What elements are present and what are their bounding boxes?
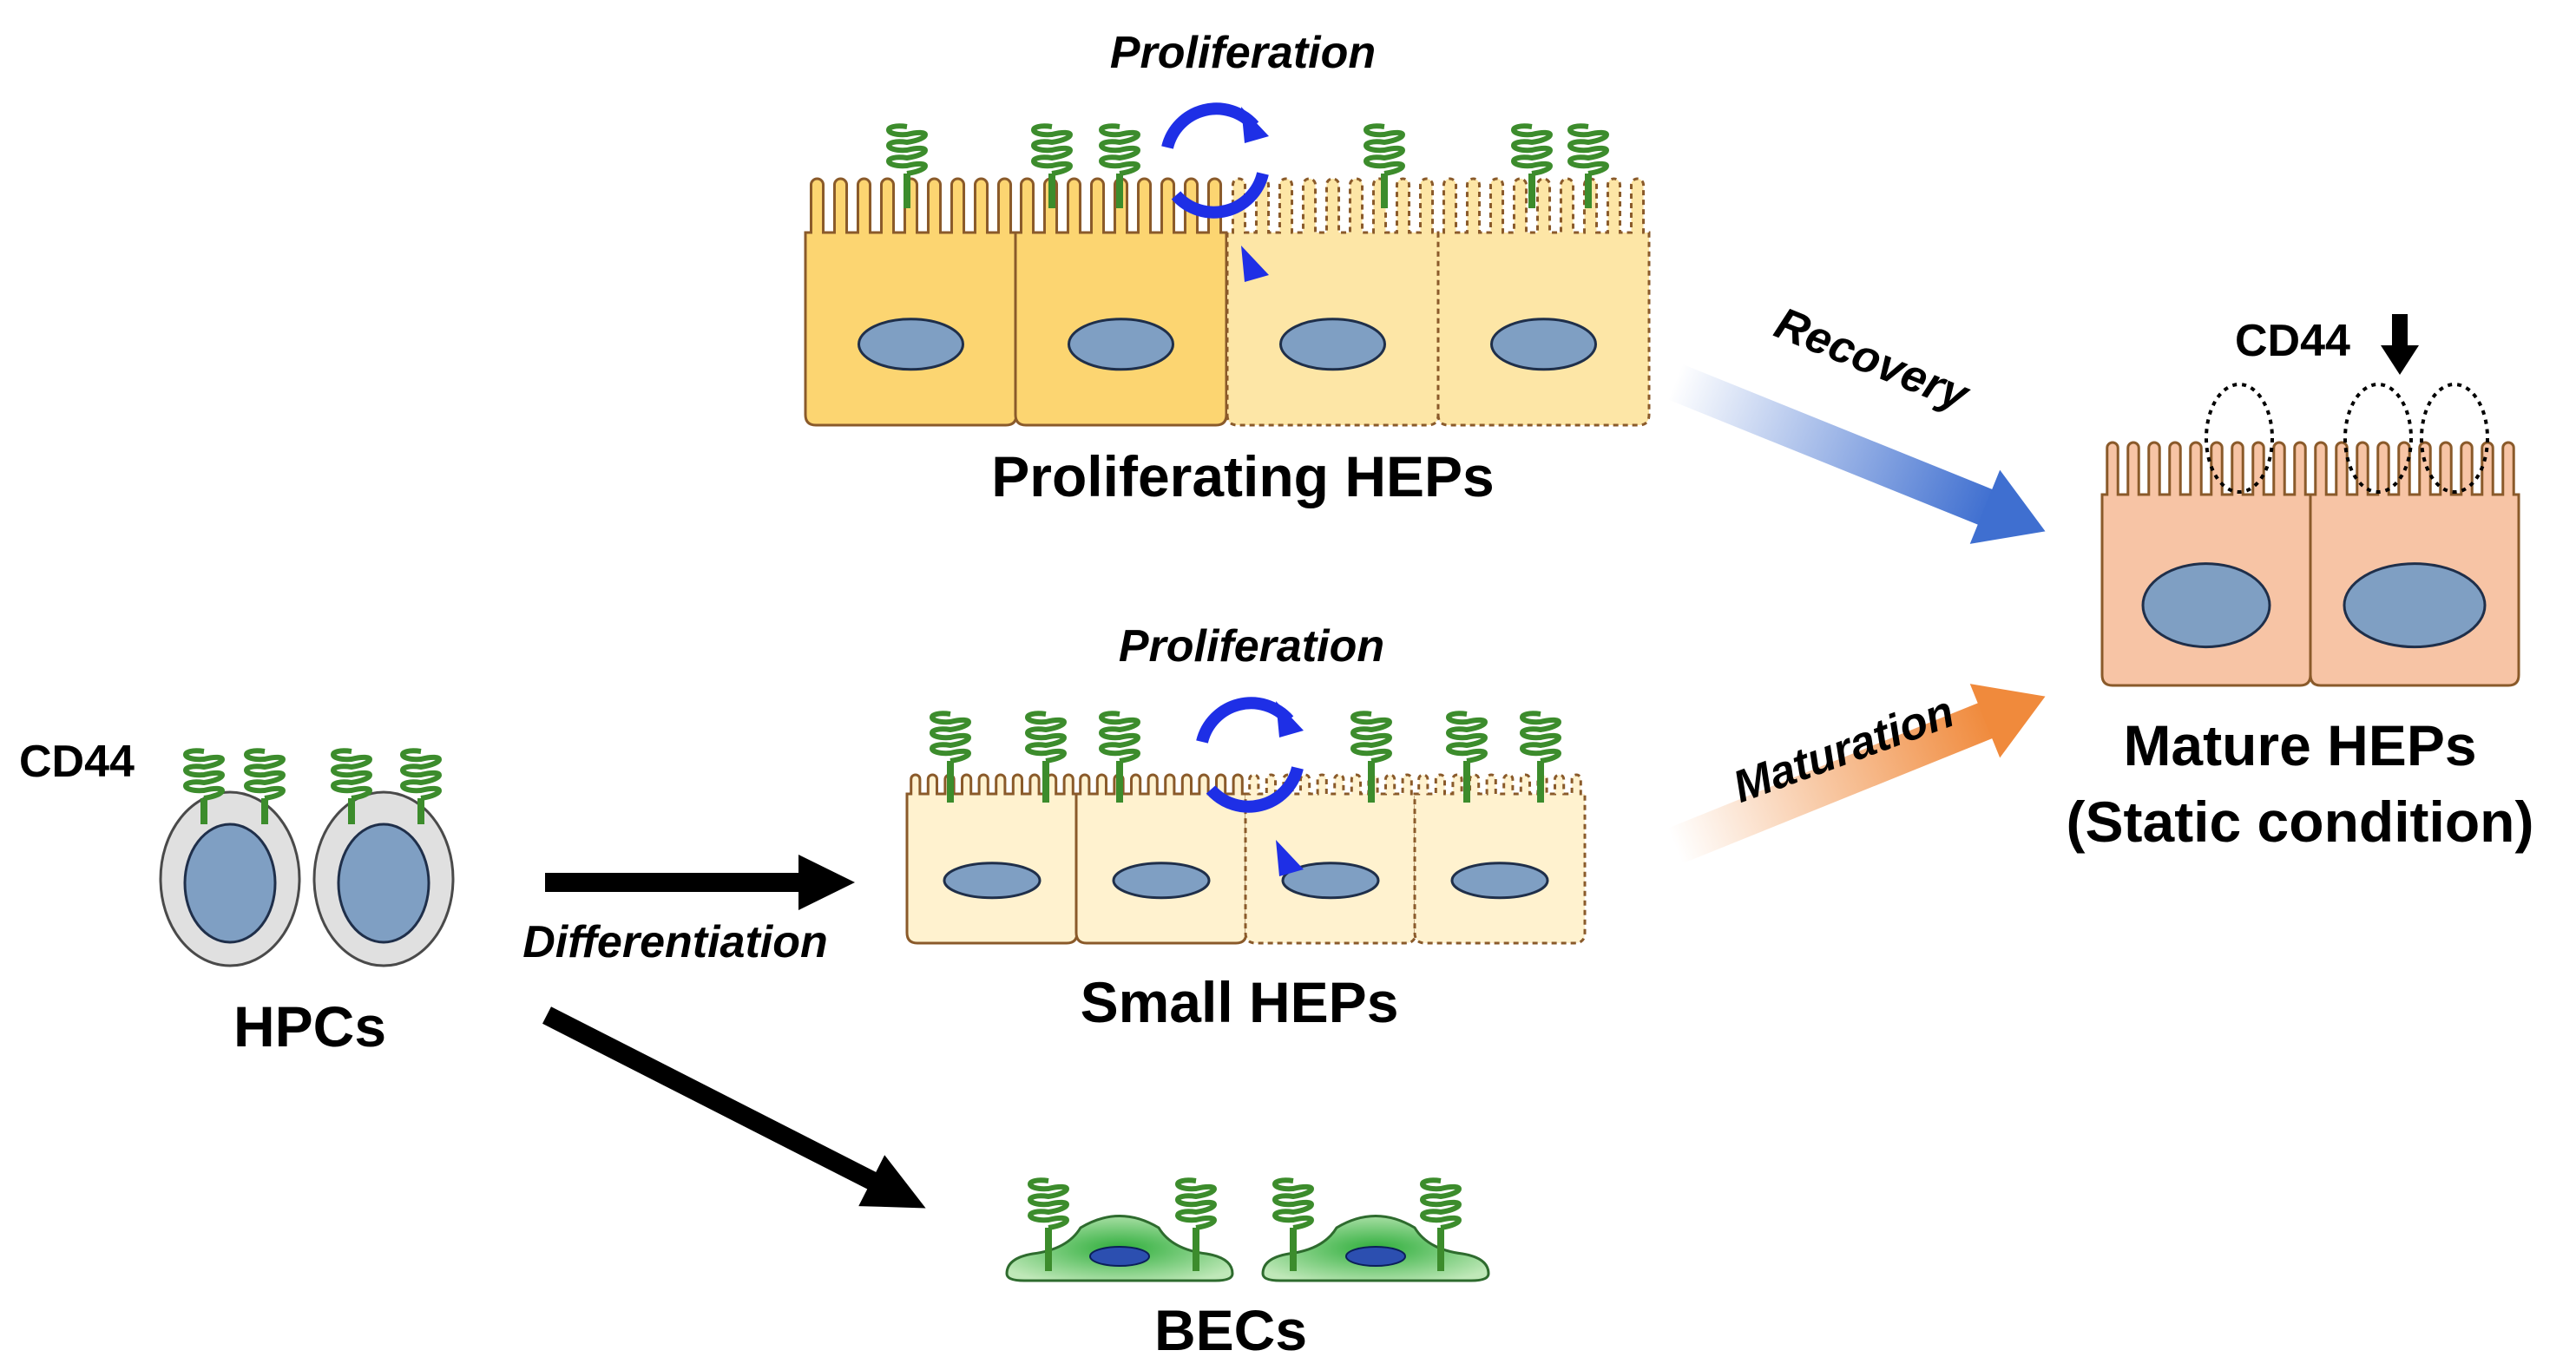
recovery-label: Recovery <box>1768 298 1978 422</box>
hpc-cell <box>159 790 301 967</box>
nucleus <box>1490 318 1597 371</box>
cd44-receptor <box>1272 1177 1314 1271</box>
cd44-receptor <box>400 748 442 824</box>
nucleus <box>1450 862 1549 900</box>
proliferating-hep-cell <box>1014 177 1228 427</box>
hpc-cell <box>312 790 455 967</box>
cd44-receptor <box>183 748 225 824</box>
nucleus <box>1068 318 1174 371</box>
mature-hep-cell <box>2100 441 2312 687</box>
proliferating-hep-cell <box>1436 177 1651 427</box>
cd44-receptor <box>1520 711 1561 803</box>
cd44-label-left: CD44 <box>19 737 135 787</box>
maturation-arrow <box>1667 684 2046 864</box>
proliferation-cycle-mid <box>1196 697 1304 876</box>
recovery-arrow <box>1667 364 2046 544</box>
nucleus <box>183 823 277 944</box>
small-heps-label: Small HEPs <box>1081 970 1399 1034</box>
cd44-receptor <box>1175 1177 1217 1271</box>
nucleus <box>1089 1246 1150 1267</box>
small-heps-group <box>905 711 1587 945</box>
cd44-receptor <box>1031 123 1073 208</box>
cd44-receptor <box>1099 711 1140 803</box>
differentiation-arrow-to-becs <box>542 1006 926 1209</box>
bec-cell <box>1005 1215 1234 1282</box>
nucleus <box>1279 318 1386 371</box>
nucleus <box>337 823 430 944</box>
differentiation-label: Differentiation <box>522 917 828 967</box>
nucleus <box>2343 562 2487 649</box>
mature-heps-sublabel: (Static condition) <box>2067 790 2534 854</box>
proliferation-label-top: Proliferation <box>1110 28 1376 78</box>
mature-heps-label: Mature HEPs <box>2123 713 2476 777</box>
cd44-receptor <box>1350 711 1392 803</box>
small-hep-cell <box>905 773 1079 945</box>
cd44-receptor <box>886 123 928 208</box>
cd44-receptor <box>1028 1177 1069 1271</box>
cd44-receptor <box>244 748 286 824</box>
nucleus <box>2141 562 2271 649</box>
mature-hep-cell <box>2309 441 2520 687</box>
cd44-receptor <box>1420 1177 1462 1271</box>
proliferating-hep-cell <box>1226 177 1440 427</box>
small-hep-cell <box>1244 773 1417 945</box>
cd44-receptor <box>930 711 971 803</box>
hpcs-label: HPCs <box>233 994 386 1059</box>
nucleus <box>1281 862 1380 900</box>
nucleus <box>943 862 1042 900</box>
cd44-receptor <box>1511 123 1553 208</box>
nucleus <box>1112 862 1211 900</box>
nucleus <box>858 318 964 371</box>
cd44-down-arrow <box>2381 314 2419 375</box>
bec-cell <box>1261 1215 1490 1282</box>
cd44-receptor <box>1025 711 1067 803</box>
proliferating-hep-cell <box>804 177 1018 427</box>
cd44-receptor <box>1364 123 1405 208</box>
nucleus <box>1345 1246 1406 1267</box>
becs-group <box>1005 1177 1490 1282</box>
cd44-loss-circle <box>2343 383 2413 494</box>
proliferating-heps-group <box>804 123 1651 427</box>
cd44-receptor <box>331 748 372 824</box>
proliferation-cycle-top <box>1161 102 1269 282</box>
small-hep-cell <box>1413 773 1587 945</box>
cd44-receptor <box>1567 123 1609 208</box>
small-hep-cell <box>1074 773 1248 945</box>
cd44-loss-circle <box>2420 383 2489 494</box>
mature-heps-group <box>2100 383 2520 687</box>
cd44-label-right: CD44 <box>2235 316 2350 366</box>
cd44-loss-circle <box>2205 383 2274 494</box>
cd44-receptor <box>1446 711 1488 803</box>
hpcs-group <box>159 748 455 967</box>
proliferation-label-mid: Proliferation <box>1119 621 1384 672</box>
becs-label: BECs <box>1154 1298 1307 1362</box>
proliferating-heps-label: Proliferating HEPs <box>991 444 1494 508</box>
differentiation-arrow-to-small-heps <box>545 855 855 910</box>
cd44-receptor <box>1099 123 1140 208</box>
